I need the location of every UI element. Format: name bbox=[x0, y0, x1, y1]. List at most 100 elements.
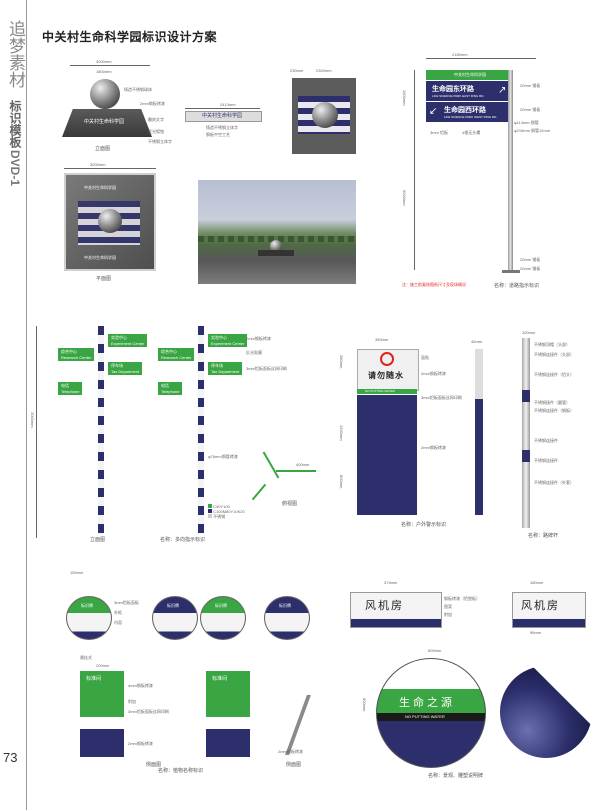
direction-sign-caption: 名称：多向指示标识 bbox=[160, 537, 206, 543]
section-room-plaque: 374mm 风机房 钢板烤漆（铝塑板） 图案 附加 风机房 180mm 98mm bbox=[340, 580, 600, 640]
dim-line-vertical bbox=[414, 70, 415, 270]
callout: 不锈钢连接件（钢板） bbox=[534, 408, 574, 413]
plant-sign-title: 标准间 bbox=[86, 676, 102, 682]
warning-caption: 名称：户外警示标识 bbox=[401, 522, 447, 528]
sidebar bbox=[0, 0, 27, 810]
plant-sign-post bbox=[206, 729, 250, 757]
plan-arm-1 bbox=[262, 451, 280, 479]
callout: 不锈钢连接件（头部） bbox=[534, 352, 574, 357]
room-plaque-name: 风机房 bbox=[365, 600, 404, 612]
plant-sign-panel: 标准间 bbox=[80, 671, 124, 717]
dim-label: 1800mm bbox=[96, 69, 112, 74]
sidebar-dvd: DVD-1 bbox=[8, 150, 22, 187]
dim-label: 98mm bbox=[530, 630, 542, 635]
plan-view: 中关村生命科学园 中关村生命科学园 bbox=[64, 173, 156, 271]
callout: 不锈钢连接件（外套） bbox=[534, 480, 574, 485]
callout: 2mm钢板烤漆 bbox=[140, 101, 165, 106]
dim-label: 40mm bbox=[471, 339, 483, 344]
sidebar-category: 标识模板 bbox=[8, 100, 22, 148]
direction-sign-cn: 停车场 bbox=[211, 363, 223, 368]
callout: 2mm钢板烤漆 bbox=[246, 336, 271, 341]
direction-sign-cn: 电话 bbox=[161, 383, 169, 388]
landscape-subtitle: NO PUTTING WATER bbox=[405, 714, 445, 719]
section-direction-sign: 3000mm 实验中心 Experiment Center 综合中心 Resea… bbox=[30, 322, 330, 547]
hanging-sign-label: 标识牌 bbox=[279, 603, 291, 608]
sign-post-band bbox=[522, 450, 530, 462]
page-title: 中关村生命科学园标识设计方案 bbox=[42, 30, 218, 44]
direction-sign-en: Tax Department bbox=[211, 369, 240, 374]
landscape-caption: 名称：景观、雕塑说明牌 bbox=[428, 773, 484, 779]
section-hanging-signs: 150mm 标识牌 标识牌 标识牌 标识牌 3mm铝板面板 外框 内容 bbox=[60, 570, 310, 650]
callout: 不锈钢立体字 bbox=[148, 139, 172, 144]
hanging-sign-4: 标识牌 bbox=[264, 596, 310, 640]
direction-sign-en: Research Center bbox=[161, 355, 192, 360]
plan-logo-text-bottom: 中关村生命科学园 bbox=[84, 255, 116, 260]
section-sign-post: 100mm 不锈钢顶帽（头部） 不锈钢连接件（头部） 不锈钢连接件（铝头） 不锈… bbox=[514, 330, 600, 540]
hanging-sign-1: 标识牌 bbox=[66, 596, 112, 640]
arrow-left-icon: ↙ bbox=[429, 106, 438, 117]
callout: 20mm 钢板 bbox=[520, 257, 541, 262]
warning-side-view bbox=[475, 349, 483, 515]
room-plaque-side: 风机房 bbox=[512, 592, 586, 628]
dim-line bbox=[185, 108, 260, 109]
warning-panel: 请勿随水 bbox=[357, 349, 419, 391]
plant-sign-1: 标准间 bbox=[80, 671, 124, 757]
callout: 不锈钢连接件（铝头） bbox=[534, 372, 574, 377]
no-entry-icon bbox=[380, 352, 394, 366]
hanging-sign-label: 标识牌 bbox=[81, 603, 93, 608]
plan-arm-3 bbox=[251, 483, 267, 501]
sign-post-band bbox=[522, 390, 530, 402]
hanging-sign-3: 标识牌 bbox=[200, 596, 246, 640]
direction-sign-en: Experiment Center bbox=[111, 341, 145, 346]
dim-label: 600mm bbox=[428, 648, 442, 653]
direction-sign-en: Experiment Center bbox=[211, 341, 245, 346]
callout: 3mm铝板面板丝网印刷 bbox=[128, 709, 169, 714]
direction-sign-tax: 停车场 Tax Department bbox=[108, 362, 143, 375]
road-sign-2-en: LIFE SCIENCE PARK WEST RING RD. bbox=[444, 115, 498, 119]
dim-line bbox=[70, 65, 150, 66]
callout: 2mm钢板烤漆 bbox=[421, 445, 446, 450]
callout: 图案 bbox=[444, 604, 452, 609]
callout: 不锈钢顶帽（头部） bbox=[534, 342, 570, 347]
plant-sign-post bbox=[80, 729, 124, 757]
photo-trees bbox=[198, 236, 356, 242]
dim-label: 1200mm bbox=[339, 425, 344, 441]
dim-label: 3000mm bbox=[30, 412, 35, 428]
landscape-disc-band: 生命之源 bbox=[377, 689, 485, 713]
room-plaque-bar bbox=[351, 619, 441, 627]
callout: 3mm铝板面板丝网印刷 bbox=[246, 366, 287, 371]
landscape-subtitle-band: NO PUTTING WATER bbox=[377, 713, 485, 721]
direction-sign-experiment-2: 实验中心 Experiment Center bbox=[208, 334, 248, 347]
landscape-disc-top bbox=[377, 659, 485, 689]
road-sign-2-cn: 生命园西环路 bbox=[444, 107, 486, 114]
callout: φ76mm钢管烤漆 bbox=[208, 454, 238, 459]
direction-sign-cn: 电话 bbox=[61, 383, 69, 388]
callout: 内容 bbox=[114, 620, 122, 625]
dim-label: 400mm bbox=[296, 462, 310, 467]
callout: 不锈钢连接件 bbox=[534, 438, 558, 443]
left-title: 悬挂式 bbox=[80, 655, 92, 660]
road-sign-pole bbox=[508, 70, 513, 270]
warning-post bbox=[357, 395, 417, 515]
plant-sign-2: 标准间 bbox=[206, 671, 250, 757]
callout: 亚光镀铬 bbox=[148, 129, 164, 134]
dim-label: 2413mm bbox=[220, 102, 236, 107]
direction-sign-phone: 电话 Telephone bbox=[58, 382, 83, 395]
side-sign-bar bbox=[185, 111, 262, 122]
legend-item: C100M80Y10K20 bbox=[208, 509, 245, 514]
hanging-sign-label: 标识牌 bbox=[167, 603, 179, 608]
square-ball bbox=[312, 102, 338, 128]
dim-label: 2180mm bbox=[452, 52, 468, 57]
plan-caption: 平面图 bbox=[96, 276, 112, 282]
plant-caption: 名称：植物名称标识 bbox=[158, 768, 204, 774]
dim-label: 1600mm bbox=[402, 90, 407, 106]
callout: 铸造不锈钢球体 bbox=[124, 87, 152, 92]
callout: 4mm钢板烤漆 bbox=[128, 683, 153, 688]
direction-sign-cn: 综合中心 bbox=[61, 349, 77, 354]
dim-line bbox=[426, 58, 536, 59]
callout: 2mm钢板烤漆 bbox=[278, 749, 303, 754]
callout: 不锈钢连接件 bbox=[534, 458, 558, 463]
dim-label: 200mm bbox=[96, 663, 110, 668]
callout: 20mm 钢板 bbox=[520, 266, 541, 271]
direction-sign-research: 综合中心 Research Center bbox=[58, 348, 95, 361]
